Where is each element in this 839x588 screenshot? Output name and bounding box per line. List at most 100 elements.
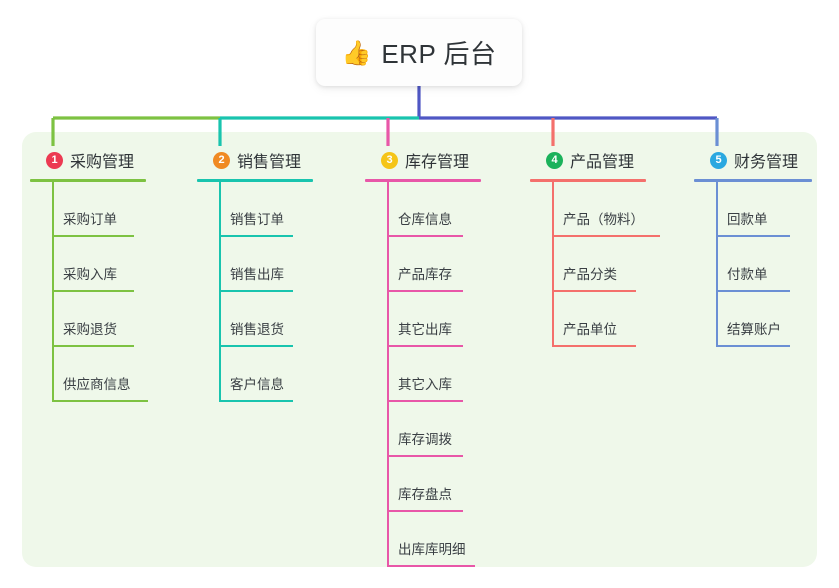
leaf-node-rule (52, 400, 148, 402)
leaf-node[interactable]: 供应商信息 (30, 347, 190, 402)
leaf-node[interactable]: 采购入库 (30, 237, 190, 292)
branch-title: 销售管理 (237, 154, 302, 171)
leaf-node[interactable]: 结算账户 (694, 292, 824, 347)
branch-header-3[interactable]: 3 库存管理 (365, 147, 525, 173)
leaf-node-rule (716, 290, 790, 292)
branch-header-rule (694, 179, 812, 182)
branch-spine (716, 182, 718, 347)
branch-spine (52, 182, 54, 402)
branch-title: 库存管理 (405, 154, 470, 171)
leaf-node-label: 付款单 (727, 267, 768, 282)
leaf-node[interactable]: 付款单 (694, 237, 824, 292)
leaf-node-label: 库存调拨 (398, 432, 452, 447)
leaf-node-label: 仓库信息 (398, 212, 452, 227)
leaf-node[interactable]: 销售订单 (197, 182, 357, 237)
root-node[interactable]: 👍 ERP 后台 (316, 19, 522, 86)
leaf-node-rule (387, 290, 463, 292)
branch-number-badge: 4 (546, 151, 563, 169)
leaf-node-label: 回款单 (727, 212, 768, 227)
leaf-node-label: 采购退货 (63, 322, 117, 337)
leaf-node-rule (52, 235, 134, 237)
leaf-node-rule (52, 345, 134, 347)
branch-spine (552, 182, 554, 347)
leaf-node[interactable]: 采购订单 (30, 182, 190, 237)
leaf-node[interactable]: 产品单位 (530, 292, 690, 347)
leaf-node-label: 销售退货 (230, 322, 284, 337)
leaf-node-rule (387, 345, 463, 347)
leaf-node-label: 供应商信息 (63, 377, 131, 392)
branch-number-badge: 3 (381, 151, 398, 169)
leaf-node-rule (387, 455, 463, 457)
branch-number-badge: 5 (710, 151, 727, 169)
branch-column-1: 1 采购管理采购订单采购入库采购退货供应商信息 (30, 147, 190, 402)
branch-children: 销售订单销售出库销售退货客户信息 (197, 182, 357, 402)
branch-header-rule (530, 179, 646, 182)
branch-title: 财务管理 (734, 154, 799, 171)
leaf-node[interactable]: 库存调拨 (365, 402, 525, 457)
leaf-node-label: 采购订单 (63, 212, 117, 227)
leaf-node[interactable]: 销售退货 (197, 292, 357, 347)
branch-header-2[interactable]: 2 销售管理 (197, 147, 357, 173)
leaf-node-rule (552, 290, 636, 292)
leaf-node-rule (716, 235, 790, 237)
leaf-node[interactable]: 仓库信息 (365, 182, 525, 237)
leaf-node-rule (716, 345, 790, 347)
leaf-node-label: 出库库明细 (398, 542, 466, 557)
leaf-node-rule (52, 290, 134, 292)
leaf-node[interactable]: 其它入库 (365, 347, 525, 402)
leaf-node-label: 产品库存 (398, 267, 452, 282)
leaf-node[interactable]: 客户信息 (197, 347, 357, 402)
branch-column-4: 4 产品管理产品（物料） 产品分类产品单位 (530, 147, 690, 347)
root-node-label: ERP 后台 (381, 39, 497, 69)
branch-number-badge: 2 (213, 151, 230, 169)
branch-spine (387, 182, 389, 567)
leaf-node-label: 客户信息 (230, 377, 284, 392)
branch-header-5[interactable]: 5 财务管理 (694, 147, 824, 173)
leaf-node[interactable]: 其它出库 (365, 292, 525, 347)
branch-column-3: 3 库存管理仓库信息产品库存其它出库其它入库库存调拨库存盘点出库库明细 (365, 147, 525, 567)
diagram-panel-background (22, 132, 817, 567)
branch-header-rule (197, 179, 313, 182)
leaf-node-rule (219, 235, 293, 237)
leaf-node[interactable]: 回款单 (694, 182, 824, 237)
leaf-node[interactable]: 产品库存 (365, 237, 525, 292)
leaf-node-rule (219, 400, 293, 402)
leaf-node[interactable]: 产品分类 (530, 237, 690, 292)
leaf-node-rule (387, 235, 463, 237)
leaf-node-rule (219, 345, 293, 347)
branch-header-rule (30, 179, 146, 182)
leaf-node[interactable]: 销售出库 (197, 237, 357, 292)
branch-header-rule (365, 179, 481, 182)
leaf-node-rule (387, 510, 463, 512)
leaf-node[interactable]: 产品（物料） (530, 182, 690, 237)
branch-header-1[interactable]: 1 采购管理 (30, 147, 190, 173)
leaf-node-label: 销售订单 (230, 212, 284, 227)
leaf-node-label: 产品分类 (563, 267, 617, 282)
leaf-node-label: 采购入库 (63, 267, 117, 282)
branch-children: 仓库信息产品库存其它出库其它入库库存调拨库存盘点出库库明细 (365, 182, 525, 567)
leaf-node[interactable]: 库存盘点 (365, 457, 525, 512)
branch-title: 采购管理 (70, 154, 135, 171)
leaf-node-rule (219, 290, 293, 292)
leaf-node-label: 产品单位 (563, 322, 617, 337)
branch-number-badge: 1 (46, 151, 63, 169)
leaf-node-label: 销售出库 (230, 267, 284, 282)
leaf-node-label: 其它入库 (398, 377, 452, 392)
leaf-node-rule (552, 345, 636, 347)
branch-column-5: 5 财务管理回款单付款单结算账户 (694, 147, 824, 347)
branch-children: 回款单付款单结算账户 (694, 182, 824, 347)
leaf-node[interactable]: 出库库明细 (365, 512, 525, 567)
branch-header-4[interactable]: 4 产品管理 (530, 147, 690, 173)
branch-children: 采购订单采购入库采购退货供应商信息 (30, 182, 190, 402)
branch-spine (219, 182, 221, 402)
leaf-node-label: 结算账户 (727, 322, 781, 337)
leaf-node[interactable]: 采购退货 (30, 292, 190, 347)
leaf-node-label: 库存盘点 (398, 487, 452, 502)
leaf-node-label: 其它出库 (398, 322, 452, 337)
branch-title: 产品管理 (570, 154, 635, 171)
leaf-node-rule (552, 235, 660, 237)
branch-children: 产品（物料） 产品分类产品单位 (530, 182, 690, 347)
thumbs-up-icon: 👍 (341, 39, 372, 67)
branch-column-2: 2 销售管理销售订单销售出库销售退货客户信息 (197, 147, 357, 402)
leaf-node-label: 产品（物料） (563, 212, 644, 227)
